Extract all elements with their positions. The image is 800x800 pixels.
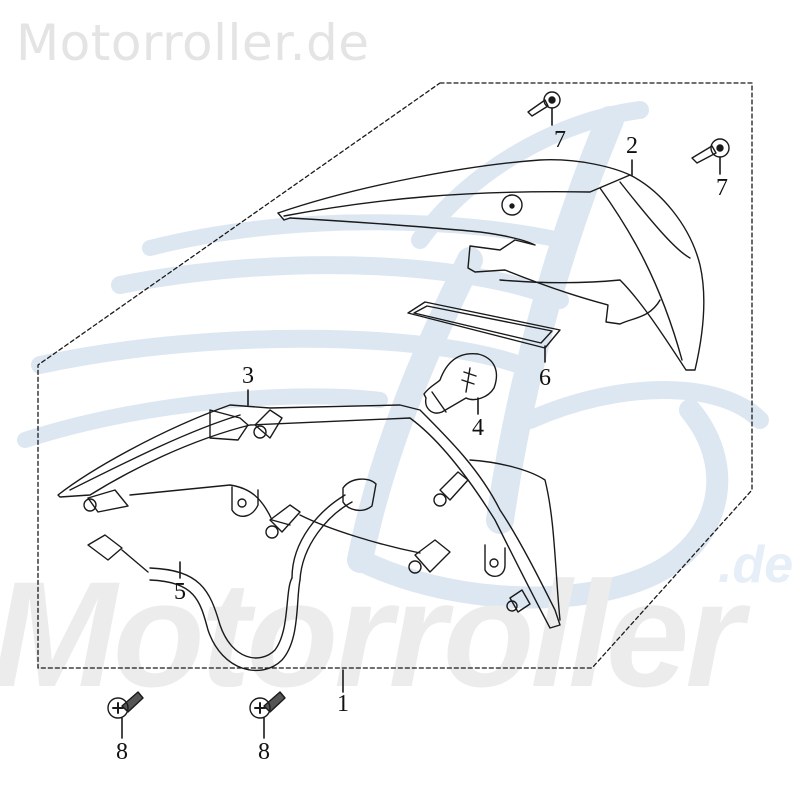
part-label-6: 6 <box>539 365 551 391</box>
part-7-screw-top <box>527 91 561 117</box>
part-6-reflector <box>407 301 561 349</box>
part-label-8-middle: 8 <box>258 739 270 765</box>
part-8-screw-bottom-middle <box>249 691 286 719</box>
part-7-screw-top-right <box>691 138 730 164</box>
part-label-7-top: 7 <box>554 127 566 153</box>
leader-lines <box>121 107 721 739</box>
part-label-7-right: 7 <box>716 175 728 201</box>
part-label-2: 2 <box>626 133 638 159</box>
part-label-5: 5 <box>174 579 186 605</box>
part-label-4: 4 <box>472 415 484 441</box>
part-3-housing-frame <box>57 404 561 629</box>
part-5-wiring-harness <box>87 478 377 672</box>
part-4-bulb <box>423 352 498 414</box>
part-label-1: 1 <box>337 691 349 717</box>
assembly-boundary <box>37 82 753 669</box>
watermark-suffix-text: .de <box>718 536 794 594</box>
part-label-3: 3 <box>242 363 254 389</box>
part-8-screw-bottom-left <box>107 691 144 719</box>
watermark-top-text: Motorroller.de <box>16 14 370 72</box>
part-2-lens-cover <box>277 159 705 371</box>
watermark-big-text: Motorroller <box>0 550 744 718</box>
part-label-8-left: 8 <box>116 739 128 765</box>
